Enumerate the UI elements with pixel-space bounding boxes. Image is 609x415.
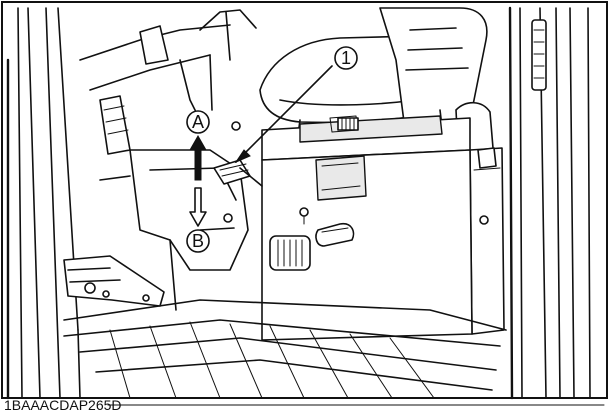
vent-grille-icon <box>269 235 311 271</box>
left-cab-pillar <box>6 7 81 400</box>
console-clip <box>477 147 497 169</box>
right-console <box>469 147 505 335</box>
linkage-bolt-icon <box>84 282 96 294</box>
cab-floor <box>63 299 507 399</box>
under-seat-box <box>261 115 473 341</box>
arrow-down-icon <box>189 187 207 227</box>
cover-plate <box>315 155 367 201</box>
callout-1: 1 <box>334 46 358 70</box>
direction-arrows <box>189 134 207 227</box>
figure-id-label: 1BAAACDAP265D <box>4 397 122 413</box>
callout-leader-line <box>235 65 333 163</box>
pivot-bolt-icon <box>231 121 241 131</box>
arrow-up-icon <box>189 134 207 181</box>
keyhole-icon <box>299 207 309 217</box>
callout-b-label: B <box>192 231 204 251</box>
callout-a-label: A <box>192 112 204 132</box>
callout-a: A <box>186 110 210 134</box>
operator-seat <box>259 7 495 169</box>
lever-assembly <box>99 121 249 271</box>
pedal-linkage <box>63 239 177 311</box>
door-hinge-icon <box>531 19 547 91</box>
lever-handle-icon <box>139 25 169 65</box>
latch-handle-icon <box>315 222 355 247</box>
cover-bolt-icon <box>337 117 359 131</box>
right-cab-door-frame <box>508 6 591 400</box>
callout-1-label: 1 <box>341 48 351 68</box>
adjustment-lever <box>213 159 263 187</box>
callout-b: B <box>186 229 210 253</box>
console-bolt-icon <box>479 215 489 225</box>
